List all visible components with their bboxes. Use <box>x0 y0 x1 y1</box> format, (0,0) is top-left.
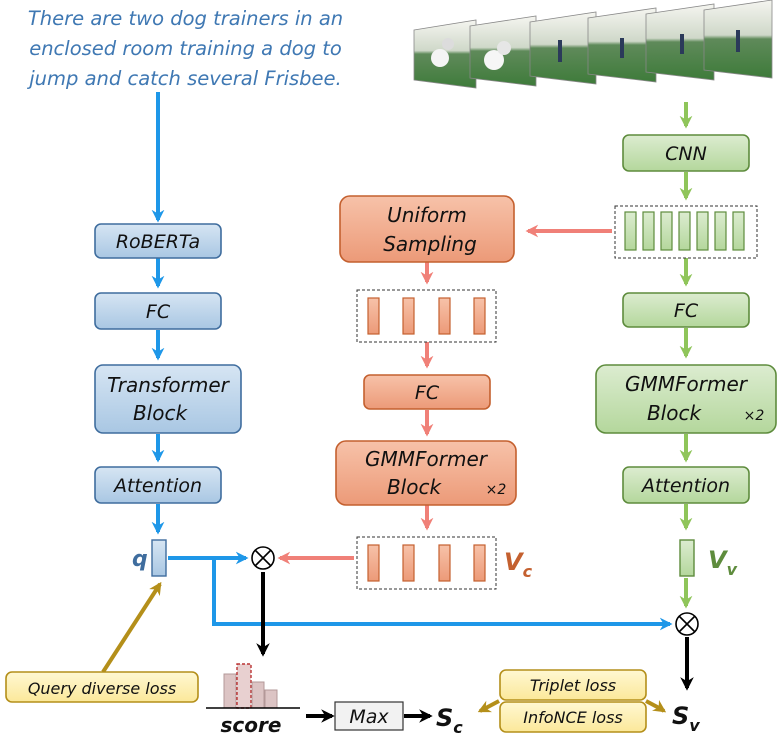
clip-feature-cell <box>367 297 380 335</box>
sc-label: Sc <box>436 704 463 737</box>
frame-features <box>614 205 758 259</box>
score-label: score <box>221 713 282 737</box>
transformer-label-line1: Transformer <box>107 373 231 397</box>
arrow-q-to-video-product <box>212 558 673 631</box>
video-gmm-label-line2: Block <box>647 401 703 425</box>
clip-gmm-label-line1: GMMFormer <box>365 447 489 471</box>
clip-fc-box: FC <box>363 374 491 410</box>
clip-similarity-product-icon <box>251 546 275 570</box>
sv-label-sub: v <box>689 716 700 735</box>
triplet-loss-box: Triplet loss <box>499 669 647 701</box>
uniform-sampling-box: Uniform Sampling <box>339 195 515 263</box>
sc-label-sub: c <box>453 718 463 737</box>
video-frame <box>587 7 657 83</box>
clip-fc-label: FC <box>415 382 440 404</box>
max-label: Max <box>349 706 389 728</box>
clip-feature-cell <box>367 544 380 582</box>
vc-label: Vc <box>504 548 533 581</box>
clip-feature-cell <box>473 297 486 335</box>
clip-feature-cell <box>402 544 415 582</box>
sampling-label-line2: Sampling <box>383 232 477 256</box>
roberta-box: RoBERTa <box>94 223 222 259</box>
video-attention-label: Attention <box>640 475 730 497</box>
cnn-label: CNN <box>665 143 707 165</box>
video-frame <box>469 15 537 87</box>
clip-branch-arrows <box>277 224 612 565</box>
frame-feature-cell <box>732 211 745 251</box>
scoring-arrows <box>256 572 694 723</box>
video-frame <box>703 0 773 79</box>
score-bar <box>223 673 237 709</box>
sv-label-main: S <box>672 702 689 730</box>
clip-feature-cell <box>438 544 451 582</box>
query-diverse-loss-box: Query diverse loss <box>5 671 199 703</box>
clip-gmm-repeat: ×2 <box>486 482 507 498</box>
arrow-losses-to-sv <box>645 699 667 713</box>
sc-label-main: S <box>436 704 453 732</box>
vv-label-main: V <box>708 546 729 574</box>
text-attention-box: Attention <box>94 466 222 504</box>
triplet-loss-label: Triplet loss <box>530 676 616 695</box>
roberta-label: RoBERTa <box>116 231 200 253</box>
score-bar-max <box>236 663 252 709</box>
video-similarity-product-icon <box>675 612 699 636</box>
video-frame <box>413 19 477 89</box>
video-gmm-repeat: ×2 <box>744 408 765 424</box>
vv-label-sub: v <box>727 560 738 579</box>
frame-feature-cell <box>642 211 655 251</box>
video-gmm-label-line1: GMMFormer <box>625 372 749 396</box>
max-box: Max <box>334 701 404 731</box>
clip-feature-cell <box>438 297 451 335</box>
query-diverse-loss-label: Query diverse loss <box>28 679 176 698</box>
transformer-label-line2: Block <box>133 401 189 425</box>
vc-clip-features: Vc <box>356 536 533 590</box>
loss-arrows <box>101 581 667 713</box>
video-attention-box: Attention <box>622 466 750 504</box>
clip-gmm-label-line2: Block <box>387 475 443 499</box>
infonce-loss-box: InfoNCE loss <box>499 701 647 733</box>
score-bar <box>264 689 278 709</box>
frame-feature-cell <box>696 211 709 251</box>
video-frame <box>529 11 597 85</box>
sampled-clip-features <box>356 289 497 343</box>
video-gmmformer-box: GMMFormer Block ×2 <box>595 364 777 434</box>
video-fc-label: FC <box>674 300 699 322</box>
frame-feature-cell <box>660 211 673 251</box>
arrow-query-diverse-to-q <box>101 581 162 674</box>
video-frames <box>413 0 773 89</box>
frame-feature-cell <box>678 211 691 251</box>
vv-vector: Vv <box>679 539 738 579</box>
text-fc-box: FC <box>94 292 222 330</box>
cnn-box: CNN <box>622 134 750 172</box>
score-histogram: score <box>206 663 300 737</box>
frame-feature-cell <box>624 211 637 251</box>
sampling-label-line1: Uniform <box>387 203 467 227</box>
vv-label: Vv <box>708 546 738 579</box>
vc-label-main: V <box>504 548 525 576</box>
clip-gmmformer-box: GMMFormer Block ×2 <box>335 440 517 506</box>
score-bar <box>251 681 265 709</box>
clip-feature-cell <box>402 297 415 335</box>
q-label: q <box>132 547 148 572</box>
video-fc-box: FC <box>622 292 750 328</box>
text-attention-label: Attention <box>112 475 202 497</box>
text-branch-arrows <box>151 92 673 631</box>
clip-feature-cell <box>473 544 486 582</box>
infonce-loss-label: InfoNCE loss <box>523 708 623 727</box>
query-caption: There are two dog trainers in an enclose… <box>27 7 344 90</box>
q-vector: q <box>132 539 167 577</box>
video-frame <box>645 3 715 81</box>
arrow-losses-to-sc <box>477 699 500 713</box>
vc-label-sub: c <box>523 562 533 581</box>
sv-label: Sv <box>672 702 700 735</box>
text-fc-label: FC <box>146 301 171 323</box>
frame-feature-cell <box>714 211 727 251</box>
transformer-block-box: Transformer Block <box>94 364 242 434</box>
